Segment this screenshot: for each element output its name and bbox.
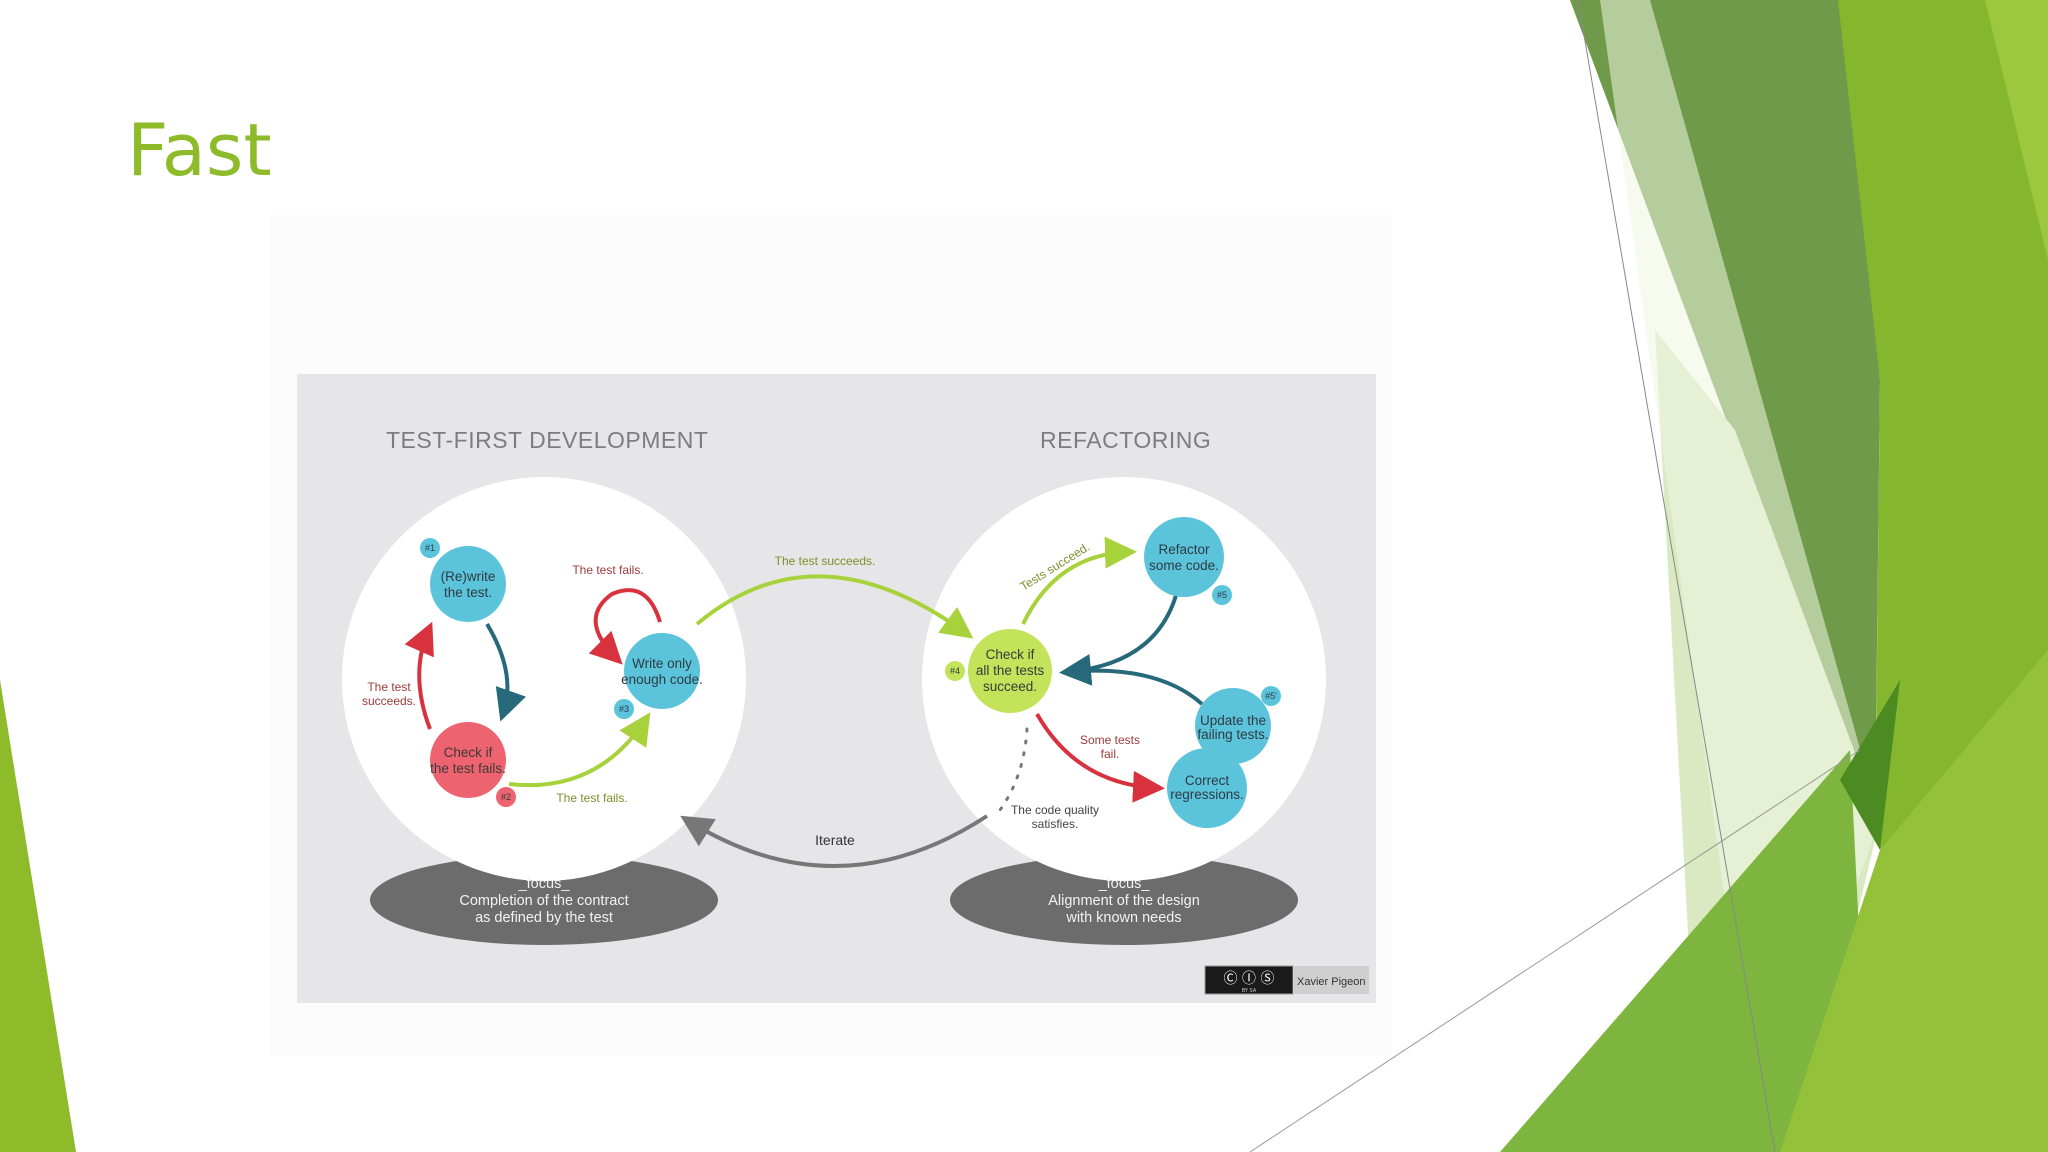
node-check-fails-line2: the test fails. <box>430 761 506 776</box>
cc-license-sub: BY SA <box>1242 988 1257 994</box>
node-refactor <box>1144 517 1224 597</box>
arrow-check-to-code <box>508 712 651 788</box>
badge-5-prime <box>1261 686 1281 706</box>
thin-line-2 <box>1249 749 1861 1152</box>
node-correct-regressions <box>1167 748 1247 828</box>
node-write-code <box>624 633 700 709</box>
node-rewrite-line2: the test. <box>444 585 492 600</box>
label-some-fail-1: Some tests <box>1080 733 1140 747</box>
node-rewrite-line1: (Re)write <box>441 569 496 584</box>
section-title-left: TEST-FIRST DEVELOPMENT <box>386 427 708 453</box>
arrow-check-to-write <box>404 621 434 730</box>
label-test-succeeds-2: succeeds. <box>362 694 416 708</box>
focus-line-right-2: with known needs <box>1065 910 1181 926</box>
focus-line-right-1: Alignment of the design <box>1048 893 1200 909</box>
right-accent-strip <box>1985 0 2048 260</box>
dotted-quality-line <box>995 727 1029 816</box>
right-accent-bottom <box>1780 650 2048 1152</box>
node-check-fails <box>430 722 506 798</box>
badge-1 <box>420 538 440 558</box>
left-accent-shape <box>0 680 76 1152</box>
node-rewrite-test <box>430 546 506 622</box>
credit-author-box <box>1293 966 1369 994</box>
badge-2-label: #2 <box>501 792 511 802</box>
badge-4 <box>945 661 965 681</box>
badge-5-label: #5 <box>1217 590 1227 600</box>
node-refactor-line1: Refactor <box>1158 542 1210 557</box>
right-accent-green-lower <box>1500 750 1870 1152</box>
credit-block: Ⓒ Ⓘ Ⓢ BY SA Xavier Pigeon <box>1204 965 1369 995</box>
focus-line-left-1: Completion of the contract <box>459 893 628 909</box>
cc-license-icons: Ⓒ Ⓘ Ⓢ <box>1224 971 1275 987</box>
badge-1-label: #1 <box>425 543 435 553</box>
right-accent-deep <box>1840 680 1900 850</box>
badge-4-label: #4 <box>950 666 960 676</box>
node-check-all <box>968 629 1052 713</box>
badge-3-label: #3 <box>619 704 629 714</box>
arrow-bridge-succeeds <box>695 574 974 639</box>
cc-license-badge <box>1204 965 1294 995</box>
label-test-fails-bottom: The test fails. <box>556 791 627 805</box>
arrow-check-to-refactor <box>1021 536 1137 625</box>
node-correct-line1: Correct <box>1185 773 1230 788</box>
node-update-line2: failing tests. <box>1197 727 1268 742</box>
slide-title: Fast <box>127 108 272 192</box>
thin-line-1 <box>1577 0 1776 1152</box>
credit-author: Xavier Pigeon <box>1297 976 1366 988</box>
badge-5-prime-label: #5' <box>1265 691 1277 701</box>
focus-ellipse-right <box>950 855 1298 945</box>
arrow-code-loop <box>588 588 662 665</box>
arrow-iterate <box>680 814 989 868</box>
focus-line-left-2: as defined by the test <box>475 910 613 926</box>
node-correct-line2: regressions. <box>1170 787 1244 802</box>
node-write-code-line2: enough code. <box>621 672 703 687</box>
arrow-check-to-correct <box>1035 713 1165 803</box>
node-update-line1: Update the <box>1200 713 1266 728</box>
node-update-tests <box>1195 688 1271 764</box>
node-check-fails-line1: Check if <box>444 745 493 760</box>
badge-5 <box>1212 585 1232 605</box>
label-iterate: Iterate <box>815 832 855 848</box>
badge-3 <box>614 699 634 719</box>
focus-label-left: _focus_ <box>518 876 571 892</box>
badge-2 <box>496 787 516 807</box>
node-check-all-line1: Check if <box>986 647 1035 662</box>
arrow-write-to-check <box>485 622 527 722</box>
label-test-succeeds-1: The test <box>367 680 411 694</box>
label-quality-1: The code quality <box>1011 803 1099 817</box>
label-bridge: The test succeeds. <box>775 554 876 568</box>
node-refactor-line2: some code. <box>1149 558 1219 573</box>
node-check-all-line2: all the tests <box>976 663 1045 678</box>
label-quality-2: satisfies. <box>1032 817 1079 831</box>
focus-ellipse-left <box>370 855 718 945</box>
section-title-right: REFACTORING <box>1040 427 1211 453</box>
focus-label-right: _focus_ <box>1098 876 1151 892</box>
arrow-update-to-check <box>1066 668 1204 706</box>
label-some-fail-2: fail. <box>1101 747 1120 761</box>
label-test-fails-loop: The test fails. <box>572 563 643 577</box>
node-write-code-line1: Write only <box>632 656 692 671</box>
tdd-diagram: TEST-FIRST DEVELOPMENT REFACTORING _focu… <box>342 427 1369 995</box>
node-check-all-line3: succeed. <box>983 679 1037 694</box>
